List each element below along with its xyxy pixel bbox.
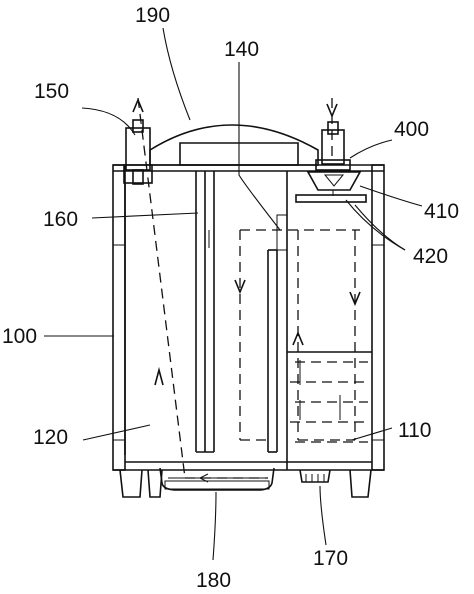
label-400: 400 — [394, 118, 429, 141]
partition-wall — [267, 171, 288, 470]
label-160: 160 — [43, 208, 78, 231]
label-410: 410 — [424, 200, 459, 223]
bottom-filter — [164, 480, 270, 490]
drain-port — [299, 469, 331, 483]
label-180: 180 — [196, 569, 231, 592]
label-170: 170 — [313, 547, 348, 570]
label-190: 190 — [135, 4, 170, 27]
liquid-reservoir — [287, 351, 372, 443]
container-housing — [112, 164, 385, 471]
label-120: 120 — [33, 426, 68, 449]
flow-paths — [132, 97, 361, 483]
label-150: 150 — [34, 80, 69, 103]
label-110: 110 — [398, 419, 431, 442]
container-base — [113, 461, 384, 498]
label-140: 140 — [224, 38, 259, 61]
central-tube — [195, 171, 215, 453]
domed-lid — [149, 124, 319, 166]
leader-lines — [44, 27, 423, 561]
right-valve-assembly — [295, 121, 367, 203]
label-420: 420 — [413, 245, 448, 268]
reference-labels: 190 140 150 400 410 160 420 100 120 110 … — [2, 4, 459, 592]
left-fitting — [123, 119, 153, 185]
label-100: 100 — [2, 325, 37, 348]
